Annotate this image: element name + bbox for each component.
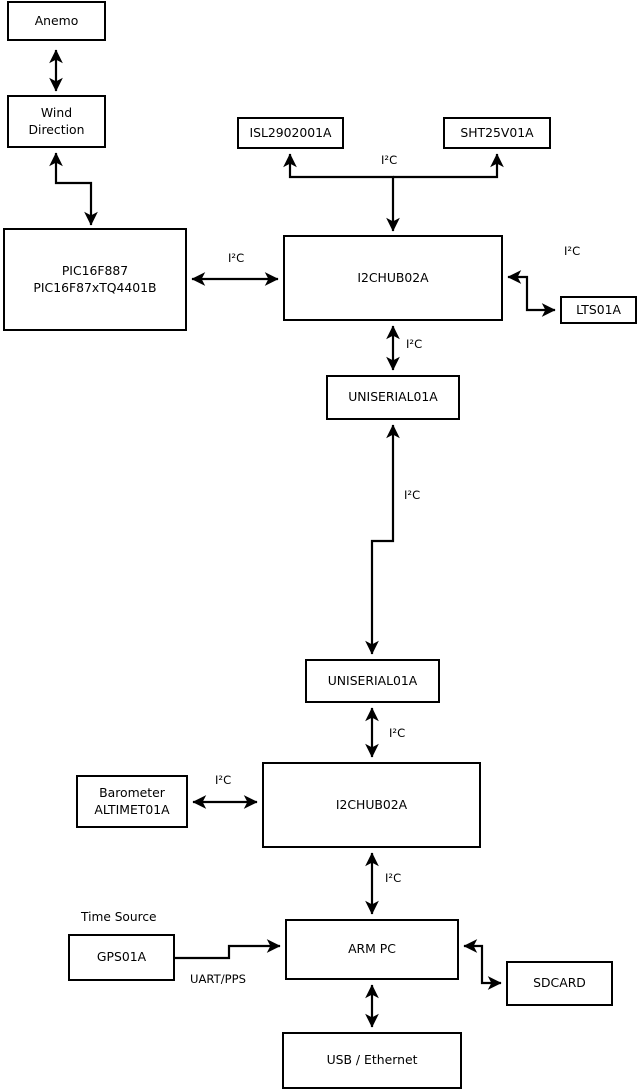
lbl-i2c-baro-hub: I²C <box>215 773 232 787</box>
node-sdcard[interactable]: SDCARD <box>506 961 613 1006</box>
node-sht[interactable]: SHT25V01A <box>443 117 551 149</box>
lbl-i2c-uniser-uniser: I²C <box>404 488 421 502</box>
node-hub_top[interactable]: I2CHUB02A <box>283 235 503 321</box>
node-armpc[interactable]: ARM PC <box>285 919 459 980</box>
node-hub_bot[interactable]: I2CHUB02A <box>262 762 481 848</box>
lbl-i2c-pic-hub: I²C <box>228 251 245 265</box>
wire-hub-isl-sht <box>283 153 400 232</box>
lbl-i2c-uniserbot-hub: I²C <box>389 726 406 740</box>
node-lts[interactable]: LTS01A <box>560 296 637 324</box>
lbl-i2c-hub-uniser: I²C <box>406 337 423 351</box>
node-wind_dir[interactable]: Wind Direction <box>7 95 106 148</box>
node-uniser_bot[interactable]: UNISERIAL01A <box>305 659 440 703</box>
wire-hub-lts <box>507 270 556 317</box>
lbl-i2c-isl-sht: I²C <box>381 153 398 167</box>
wire-hub-sht-branch <box>393 153 504 179</box>
node-uniser_top[interactable]: UNISERIAL01A <box>326 375 460 420</box>
node-pic[interactable]: PIC16F887 PIC16F87xTQ4401B <box>3 228 187 331</box>
node-usb_eth[interactable]: USB / Ethernet <box>282 1032 462 1089</box>
node-gps[interactable]: GPS01A <box>68 934 175 981</box>
lbl-uart-pps: UART/PPS <box>190 972 246 986</box>
wire-gps-armpc <box>175 939 281 960</box>
wire-armpc-sdcard <box>463 939 502 990</box>
lbl-time-source: Time Source <box>81 910 157 924</box>
node-barometer[interactable]: Barometer ALTIMET01A <box>76 775 188 828</box>
lbl-i2c-hub-armpc: I²C <box>385 871 402 885</box>
wire-pic-wind <box>49 152 98 226</box>
node-anemo[interactable]: Anemo <box>7 1 106 41</box>
node-isl[interactable]: ISL2902001A <box>237 117 344 149</box>
lbl-i2c-hub-lts: I²C <box>564 244 581 258</box>
wire-uniser-uniser <box>365 424 400 655</box>
